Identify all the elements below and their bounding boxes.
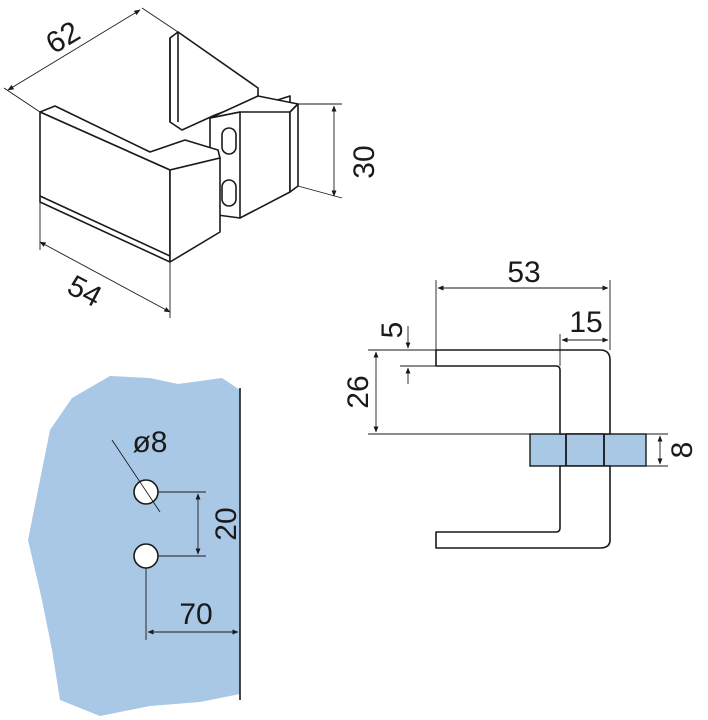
dimension-label-hole-spacing: 20	[210, 507, 243, 540]
upper-bolt	[221, 127, 237, 155]
dimension-handle-thickness: 5	[376, 322, 436, 384]
dimension-label-handle-height: 26	[342, 375, 375, 408]
dimension-hole-spacing: 20	[158, 491, 243, 557]
dimension-label-glass-thickness: 8	[666, 442, 699, 459]
dimension-handle-height: 26	[342, 349, 530, 435]
upper-hole	[133, 479, 159, 505]
isometric-handle-view	[39, 31, 299, 263]
dimension-handle-end: 15	[559, 306, 609, 366]
dimension-edge-distance: 70	[145, 568, 239, 640]
dimension-label-edge-distance: 70	[179, 598, 212, 631]
dimension-label-front-depth: 54	[62, 269, 107, 314]
lower-handle-profile	[435, 465, 611, 549]
lower-hole	[133, 543, 159, 569]
dimension-label-handle-length: 53	[507, 256, 540, 289]
dimension-label-handle-end: 15	[569, 306, 602, 339]
dimension-handle-length: 53	[435, 256, 611, 350]
lower-bolt	[221, 179, 237, 207]
front-grip-side	[169, 157, 221, 263]
dimension-glass-thickness: 8	[646, 433, 699, 467]
spacer-through-glass	[565, 433, 605, 467]
upper-handle-profile	[435, 349, 611, 435]
dimension-top-width: 62	[3, 7, 179, 113]
dimension-side-height: 30	[297, 103, 381, 199]
dimension-label-top-width: 62	[40, 15, 86, 60]
side-profile-view	[435, 349, 647, 549]
dimension-label-side-height: 30	[348, 145, 381, 178]
back-block-front	[239, 95, 291, 219]
dimension-label-handle-thickness: 5	[376, 322, 409, 339]
back-block-side	[289, 103, 299, 193]
dimension-label-hole-diameter: ø8	[132, 426, 167, 459]
dimension-hole-diameter: ø8	[111, 426, 168, 513]
